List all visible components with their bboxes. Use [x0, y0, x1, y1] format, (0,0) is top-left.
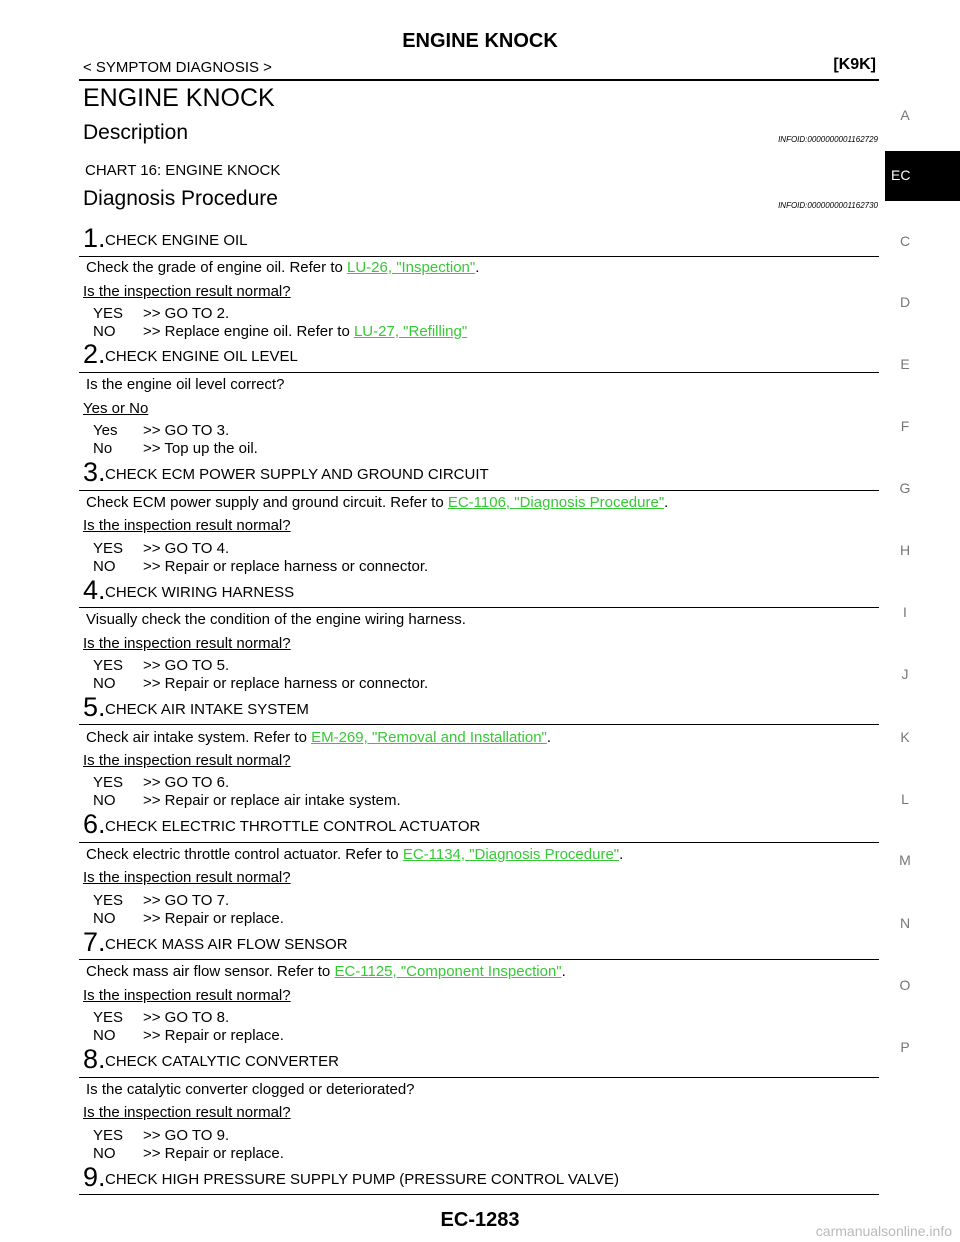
section-tab-n[interactable]: N [899, 915, 911, 931]
step-rule [79, 1077, 879, 1078]
step-text: Check ECM power supply and ground circui… [86, 494, 669, 511]
procedure-info-id: INFOID:0000000001162730 [778, 201, 878, 210]
section-tab-l[interactable]: L [901, 791, 909, 807]
answer-yes: YES>> GO TO 9. [93, 1127, 230, 1144]
watermark: carmanualsonline.info [815, 1223, 952, 1239]
answer-no: NO>> Repair or replace harness or connec… [93, 675, 429, 692]
section-tab-h[interactable]: H [899, 542, 911, 558]
step-title: CHECK ECM POWER SUPPLY AND GROUND CIRCUI… [105, 466, 489, 483]
step-number: 7. [83, 927, 106, 957]
step-title: CHECK ENGINE OIL LEVEL [105, 348, 298, 365]
step-title: CHECK CATALYTIC CONVERTER [105, 1053, 339, 1070]
step-title: CHECK WIRING HARNESS [105, 584, 295, 601]
answer-yes: YES>> GO TO 2. [93, 305, 230, 322]
step-text: Is the engine oil level correct? [86, 376, 285, 393]
step-question: Is the inspection result normal? [83, 752, 291, 769]
reference-link[interactable]: EC-1125, "Component Inspection" [334, 963, 562, 980]
step-rule [79, 1194, 879, 1195]
page-title: ENGINE KNOCK [83, 84, 275, 112]
section-tab-g[interactable]: G [899, 480, 911, 496]
document-title: ENGINE KNOCK [402, 30, 558, 52]
step-question: Is the inspection result normal? [83, 869, 291, 886]
reference-link[interactable]: LU-27, "Refilling" [353, 323, 468, 340]
sidebar-active-tab[interactable]: EC [885, 151, 960, 201]
step-title: CHECK MASS AIR FLOW SENSOR [105, 936, 348, 953]
step-rule [79, 724, 879, 725]
reference-link[interactable]: EC-1106, "Diagnosis Procedure" [447, 494, 665, 511]
step-number: 8. [83, 1044, 106, 1074]
section-tab-f[interactable]: F [900, 418, 910, 434]
answer-no: NO>> Repair or replace. [93, 910, 284, 927]
model-code: [K9K] [833, 56, 876, 73]
answer-no: No>> Top up the oil. [93, 440, 258, 457]
step-title: CHECK HIGH PRESSURE SUPPLY PUMP (PRESSUR… [105, 1171, 620, 1188]
step-text: Check air intake system. Refer to EM-269… [86, 729, 552, 746]
section-tab-e[interactable]: E [900, 356, 910, 372]
step-rule [79, 256, 879, 257]
step-title: CHECK ENGINE OIL [105, 232, 248, 249]
step-number: 1. [83, 223, 106, 253]
step-question: Is the inspection result normal? [83, 517, 291, 534]
answer-yes: YES>> GO TO 7. [93, 892, 230, 909]
description-info-id: INFOID:0000000001162729 [778, 135, 878, 144]
reference-link[interactable]: LU-26, "Inspection" [347, 259, 476, 276]
step-text: Check the grade of engine oil. Refer to … [86, 259, 480, 276]
answer-no: NO>> Repair or replace. [93, 1027, 284, 1044]
section-index-sidebar: A C D E F G H I J K L M N O P [885, 0, 960, 1242]
section-tab-d[interactable]: D [899, 294, 911, 310]
step-title: CHECK AIR INTAKE SYSTEM [105, 701, 309, 718]
answer-yes: YES>> GO TO 5. [93, 657, 230, 674]
step-question: Is the inspection result normal? [83, 1104, 291, 1121]
answer-yes: YES>> GO TO 8. [93, 1009, 230, 1026]
section-tab-k[interactable]: K [900, 729, 910, 745]
page-number: EC-1283 [440, 1209, 520, 1231]
procedure-heading: Diagnosis Procedure [83, 187, 278, 210]
description-heading: Description [83, 121, 189, 144]
section-tab-c[interactable]: C [899, 233, 911, 249]
section-tab-p[interactable]: P [900, 1039, 910, 1055]
step-question: Is the inspection result normal? [83, 283, 291, 300]
step-rule [79, 372, 879, 373]
step-number: 5. [83, 692, 106, 722]
header-rule [79, 79, 879, 81]
description-text: CHART 16: ENGINE KNOCK [85, 162, 281, 179]
step-question: Is the inspection result normal? [83, 987, 291, 1004]
section-tab-m[interactable]: M [899, 852, 911, 868]
step-question: Yes or No [83, 400, 149, 417]
step-text: Check electric throttle control actuator… [86, 846, 624, 863]
step-title: CHECK ELECTRIC THROTTLE CONTROL ACTUATOR [105, 818, 481, 835]
answer-no: NO>> Repair or replace harness or connec… [93, 558, 429, 575]
step-text: Is the catalytic converter clogged or de… [86, 1081, 415, 1098]
step-number: 3. [83, 457, 106, 487]
answer-no: NO>> Repair or replace air intake system… [93, 792, 401, 809]
step-number: 6. [83, 809, 106, 839]
answer-yes: YES>> GO TO 6. [93, 774, 230, 791]
step-rule [79, 490, 879, 491]
step-question: Is the inspection result normal? [83, 635, 291, 652]
step-rule [79, 842, 879, 843]
answer-no: NO>> Repair or replace. [93, 1145, 284, 1162]
section-tab-o[interactable]: O [899, 977, 911, 993]
step-rule [79, 959, 879, 960]
step-text: Visually check the condition of the engi… [86, 611, 466, 628]
section-tab-j[interactable]: J [901, 666, 909, 682]
answer-yes: YES>> GO TO 4. [93, 540, 230, 557]
answer-no: NO>> Replace engine oil. Refer to LU-27,… [93, 323, 468, 340]
reference-link[interactable]: EC-1134, "Diagnosis Procedure" [402, 846, 620, 863]
step-text: Check mass air flow sensor. Refer to EC-… [86, 963, 566, 980]
step-number: 9. [83, 1162, 106, 1192]
step-number: 2. [83, 339, 106, 369]
step-rule [79, 607, 879, 608]
answer-yes: Yes>> GO TO 3. [93, 422, 230, 439]
step-number: 4. [83, 575, 106, 605]
breadcrumb: < SYMPTOM DIAGNOSIS > [83, 59, 272, 76]
reference-link[interactable]: EM-269, "Removal and Installation" [311, 729, 547, 746]
section-tab-a[interactable]: A [900, 107, 910, 123]
section-tab-i[interactable]: I [903, 604, 907, 620]
